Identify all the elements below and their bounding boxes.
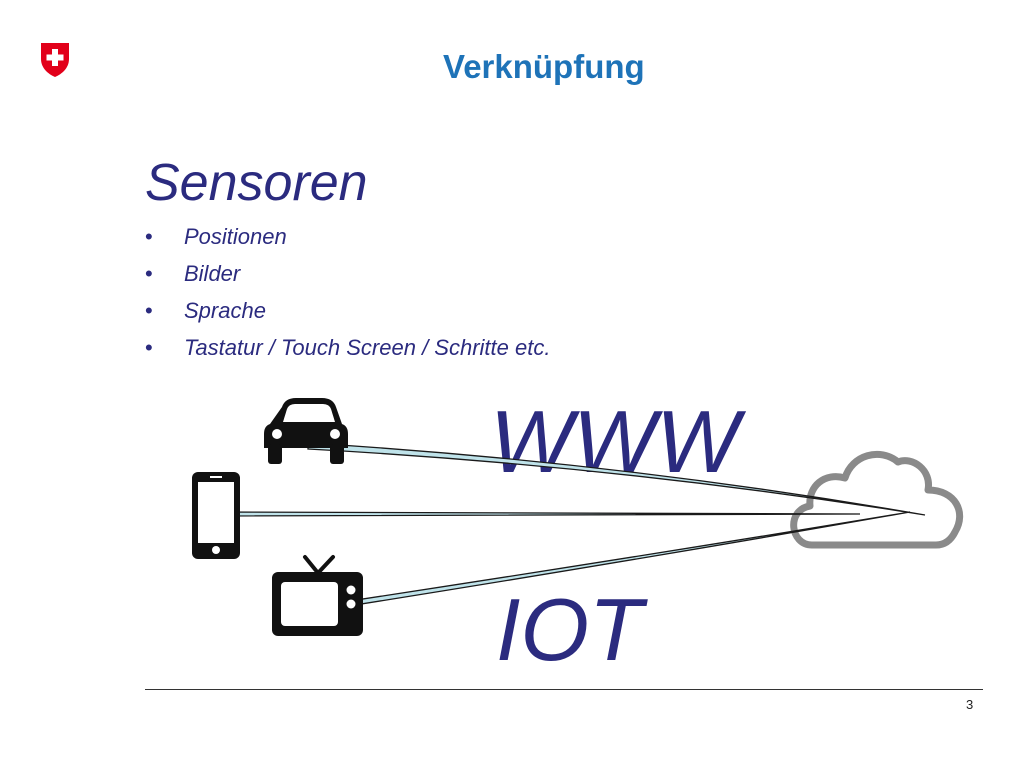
car-icon xyxy=(264,398,348,464)
bullet-text: Tastatur / Touch Screen / Schritte etc. xyxy=(184,335,551,360)
slide-title: Verknüpfung xyxy=(443,48,645,85)
bullet-text: Positionen xyxy=(184,224,287,249)
bullet-marker: • xyxy=(145,298,153,323)
tv-icon xyxy=(272,555,363,636)
cloud-icon xyxy=(790,450,964,549)
smartphone-icon xyxy=(192,472,240,559)
bullet-marker: • xyxy=(145,335,153,360)
link-car xyxy=(307,442,926,516)
swiss-coat-of-arms-icon xyxy=(41,43,69,77)
footer-divider xyxy=(145,689,983,690)
iot-label: IOT xyxy=(496,580,643,679)
link-tv xyxy=(329,511,911,610)
section-heading: Sensoren xyxy=(145,154,368,212)
bullet-text: Bilder xyxy=(184,261,241,286)
bullet-text: Sprache xyxy=(184,298,266,323)
bullet-marker: • xyxy=(145,224,153,249)
bullet-marker: • xyxy=(145,261,153,286)
link-phone xyxy=(224,511,861,517)
page-number: 3 xyxy=(966,697,974,712)
